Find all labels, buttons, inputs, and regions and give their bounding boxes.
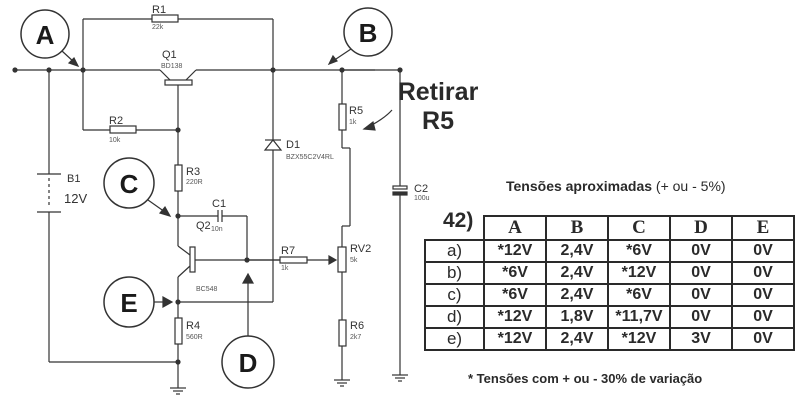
- row-label: e): [424, 327, 485, 351]
- r6-name: R6: [350, 320, 364, 332]
- cell: *6V: [483, 283, 547, 307]
- cell: 0V: [669, 239, 733, 263]
- cell: *6V: [607, 239, 671, 263]
- rv2-name: RV2: [350, 243, 371, 255]
- r2-value: 10k: [109, 137, 121, 144]
- test-point-a: [20, 9, 70, 59]
- r3-name: R3: [186, 166, 200, 178]
- cell: 0V: [669, 305, 733, 329]
- cell: 3V: [669, 327, 733, 351]
- voltage-table: A B C D E a) *12V 2,4V *6V 0V 0V b) *6V …: [424, 215, 795, 351]
- c2-name: C2: [414, 183, 428, 195]
- row-label: c): [424, 283, 485, 307]
- cell: *6V: [483, 261, 547, 285]
- cell: 0V: [731, 283, 795, 307]
- test-point-d-label: D: [239, 348, 258, 378]
- table-title-note: (+ ou - 5%): [655, 178, 726, 194]
- cell: 1,8V: [545, 305, 609, 329]
- cell: *12V: [483, 239, 547, 263]
- test-point-e-label: E: [120, 288, 137, 318]
- cell: 0V: [731, 327, 795, 351]
- table-row: b) *6V 2,4V *12V 0V 0V: [424, 261, 795, 285]
- r5-value: 1k: [349, 119, 357, 126]
- r2-name: R2: [109, 115, 123, 127]
- test-point-c-label: C: [120, 169, 139, 199]
- cell: 0V: [669, 283, 733, 307]
- c2-value: 100u: [414, 195, 430, 202]
- table-row: e) *12V 2,4V *12V 3V 0V: [424, 327, 795, 351]
- cell: *6V: [607, 283, 671, 307]
- column-header-d: D: [669, 215, 733, 241]
- transistor-q2: [189, 246, 196, 273]
- c1-name: C1: [212, 198, 226, 210]
- resistor-r2: [109, 125, 137, 134]
- table-title-main: Tensões aproximadas: [506, 178, 653, 194]
- q2-value: BC548: [196, 286, 218, 293]
- terminal: [12, 67, 18, 73]
- footnote: * Tensões com + ou - 30% de variação: [468, 371, 703, 386]
- cell: 0V: [731, 261, 795, 285]
- r7-name: R7: [281, 245, 295, 257]
- row-label: b): [424, 261, 485, 285]
- cell: 2,4V: [545, 239, 609, 263]
- q1-name: Q1: [162, 49, 177, 61]
- test-point-a-label: A: [36, 20, 55, 50]
- cell: 2,4V: [545, 327, 609, 351]
- question-number: 42): [443, 209, 474, 232]
- r3-value: 220R: [186, 179, 203, 186]
- q2-name: Q2: [196, 220, 211, 232]
- rv2-value: 5k: [350, 257, 358, 264]
- d1-value: BZX55C2V4RL: [286, 154, 334, 161]
- resistor-r3: [174, 164, 183, 192]
- table-row: a) *12V 2,4V *6V 0V 0V: [424, 239, 795, 263]
- test-point-c: [103, 157, 155, 209]
- header-blank: [425, 216, 484, 240]
- potentiometer-rv2: [337, 246, 347, 273]
- cell: *12V: [483, 327, 547, 351]
- b1-name: B1: [67, 173, 80, 185]
- cell: *12V: [483, 305, 547, 329]
- table-header-row: A B C D E: [425, 215, 795, 241]
- cell: *12V: [607, 327, 671, 351]
- cell: 2,4V: [545, 283, 609, 307]
- resistor-r7: [279, 256, 308, 264]
- column-header-b: B: [545, 215, 609, 241]
- cell: *12V: [607, 261, 671, 285]
- column-header-e: E: [731, 215, 795, 241]
- row-label: a): [424, 239, 485, 263]
- resistor-r1: [151, 14, 179, 23]
- cell: 0V: [731, 239, 795, 263]
- test-point-b-label: B: [359, 18, 378, 48]
- r1-value: 22k: [152, 24, 164, 31]
- r4-value: 560R: [186, 334, 203, 341]
- cell: *11,7V: [607, 305, 671, 329]
- r4-name: R4: [186, 320, 200, 332]
- transistor-q1: [164, 79, 193, 86]
- table-row: d) *12V 1,8V *11,7V 0V 0V: [424, 305, 795, 329]
- resistor-r5: [338, 103, 347, 131]
- r7-value: 1k: [281, 265, 289, 272]
- row-label: d): [424, 305, 485, 329]
- test-point-b: [343, 7, 393, 57]
- cell: 0V: [669, 261, 733, 285]
- r6-value: 2k7: [350, 334, 361, 341]
- resistor-r4: [174, 317, 183, 345]
- column-header-c: C: [607, 215, 671, 241]
- cell: 0V: [731, 305, 795, 329]
- remove-r5-annotation: Retirar R5: [397, 78, 479, 135]
- table-title: Tensões aproximadas (+ ou - 5%): [506, 178, 726, 194]
- r1-name: R1: [152, 4, 166, 16]
- resistor-r6: [338, 319, 347, 347]
- r5-name: R5: [349, 105, 363, 117]
- q1-value: BD138: [161, 63, 183, 70]
- column-header-a: A: [483, 215, 547, 241]
- b1-value: 12V: [64, 191, 87, 206]
- table-row: c) *6V 2,4V *6V 0V 0V: [424, 283, 795, 307]
- c1-value: 10n: [211, 226, 223, 233]
- cell: 2,4V: [545, 261, 609, 285]
- d1-name: D1: [286, 139, 300, 151]
